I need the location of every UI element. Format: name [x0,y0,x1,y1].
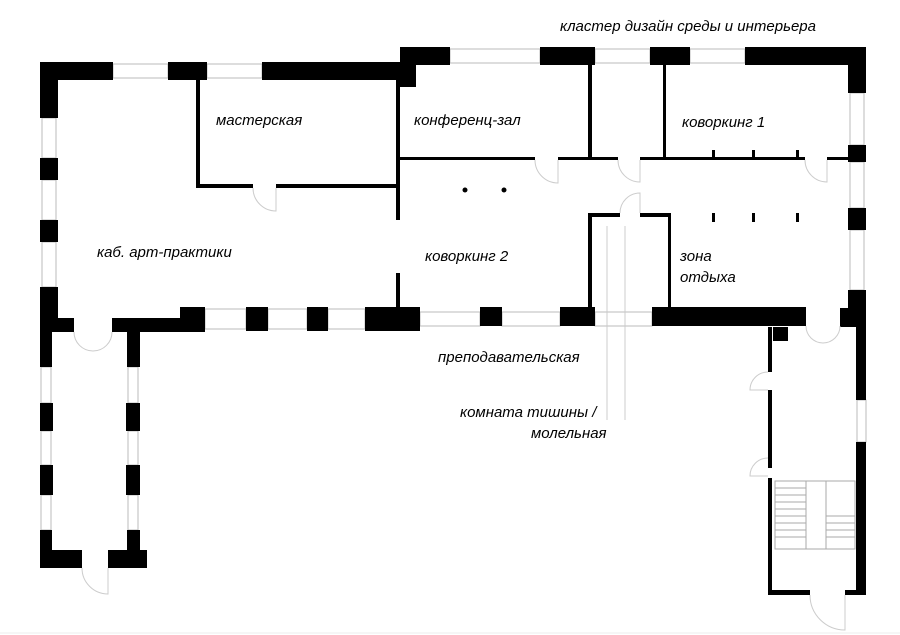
room-label-quiet-room-1: комната тишины / [460,404,597,421]
stairs [774,480,856,550]
room-label-conference: конференц-зал [414,112,521,129]
room-label-rest-zone-1: зона [680,248,712,265]
windows [40,48,867,531]
walls [40,47,866,595]
room-label-quiet-room-2: молельная [531,425,607,442]
room-label-workshop: мастерская [216,112,303,129]
plan-title: кластер дизайн среды и интерьера [560,18,816,35]
doors [73,159,846,631]
room-label-teachers: преподавательская [438,349,580,366]
room-label-rest-zone-2: отдыха [680,269,736,286]
room-label-coworking-2: коворкинг 2 [425,248,509,265]
room-label-coworking-1: коворкинг 1 [682,114,766,131]
room-label-art-practice: каб. арт-практики [97,244,232,261]
